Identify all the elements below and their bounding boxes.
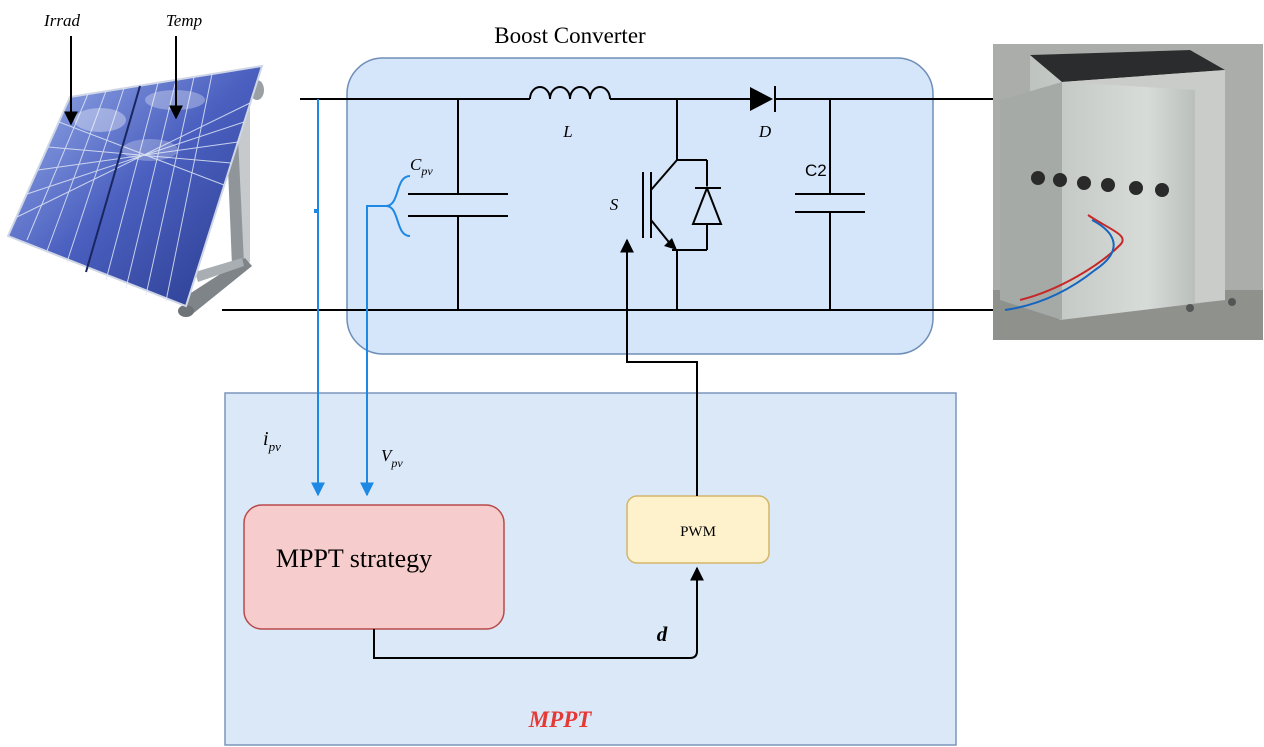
irradiance-label: Irrad bbox=[43, 11, 80, 30]
switch-emitter-arrowhead bbox=[664, 238, 677, 250]
input-capacitor-symbol bbox=[408, 193, 508, 217]
ipv-measurement-line bbox=[311, 99, 325, 497]
antiparallel-diode-symbol bbox=[691, 185, 723, 225]
mppt-block-title: MPPT bbox=[528, 707, 593, 732]
ipv-label: ipv bbox=[263, 428, 281, 454]
cpv-main: C bbox=[410, 155, 422, 174]
dc-load-cabinet-icon bbox=[993, 44, 1263, 340]
gate-signal-line bbox=[620, 238, 698, 496]
inductor-label: L bbox=[562, 122, 572, 141]
cpv-sub: pv bbox=[420, 164, 433, 178]
ipv-main: i bbox=[263, 428, 269, 450]
mppt-strategy-label: MPPT strategy bbox=[276, 544, 432, 573]
duty-cycle-line bbox=[373, 566, 704, 659]
boost-converter-block bbox=[346, 57, 934, 355]
vpv-main: V bbox=[381, 446, 394, 465]
pwm-label: PWM bbox=[680, 524, 716, 540]
ipv-sub: pv bbox=[268, 439, 282, 454]
igbt-switch-symbol bbox=[642, 159, 721, 251]
duty-cycle-label: d bbox=[657, 622, 668, 646]
vpv-label: Vpv bbox=[381, 446, 403, 470]
diode-symbol bbox=[750, 86, 776, 112]
vpv-measurement-line bbox=[360, 205, 386, 497]
inductor-symbol bbox=[529, 86, 611, 100]
solar-panel-icon bbox=[6, 64, 264, 317]
diode-label: D bbox=[758, 122, 772, 141]
vpv-sub: pv bbox=[390, 456, 403, 470]
output-capacitor-symbol bbox=[795, 193, 865, 213]
boost-converter-title: Boost Converter bbox=[494, 23, 646, 48]
power-wires bbox=[222, 98, 995, 311]
input-capacitor-label: Cpv bbox=[410, 155, 433, 178]
temperature-label: Temp bbox=[166, 11, 202, 30]
switch-label: S bbox=[610, 195, 619, 214]
output-capacitor-label: C2 bbox=[805, 161, 827, 180]
